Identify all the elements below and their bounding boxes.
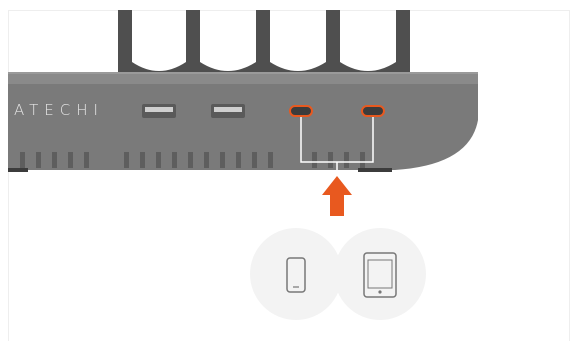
divider-4 <box>326 10 340 78</box>
hub-top-surface <box>8 72 478 84</box>
usb-c-port-1 <box>289 105 313 117</box>
usb-a-port-2 <box>211 104 245 118</box>
divider-5 <box>396 10 410 78</box>
hub-front-face <box>8 84 478 170</box>
usb-c-port-2 <box>361 105 385 117</box>
frame-top-border <box>8 10 570 11</box>
orange-up-arrow-icon <box>322 176 352 216</box>
hub-foot-right <box>358 168 392 172</box>
port-connector-lines <box>300 117 374 172</box>
phone-icon <box>286 257 306 293</box>
brand-logo: ATECHI <box>14 101 104 119</box>
vent-slots <box>20 152 365 168</box>
frame-left-border <box>8 10 9 341</box>
usb-a-port-1 <box>142 104 176 118</box>
phone-device-circle <box>250 228 342 320</box>
tablet-icon <box>363 252 397 298</box>
hub-foot-left <box>8 168 28 172</box>
tablet-device-circle <box>334 228 426 320</box>
hub-top-edge <box>8 72 478 74</box>
frame-right-border <box>569 10 570 341</box>
device-dividers <box>118 10 410 78</box>
divider-3 <box>256 10 270 78</box>
divider-2 <box>186 10 200 78</box>
divider-1 <box>118 10 132 78</box>
hub-body <box>8 72 478 172</box>
